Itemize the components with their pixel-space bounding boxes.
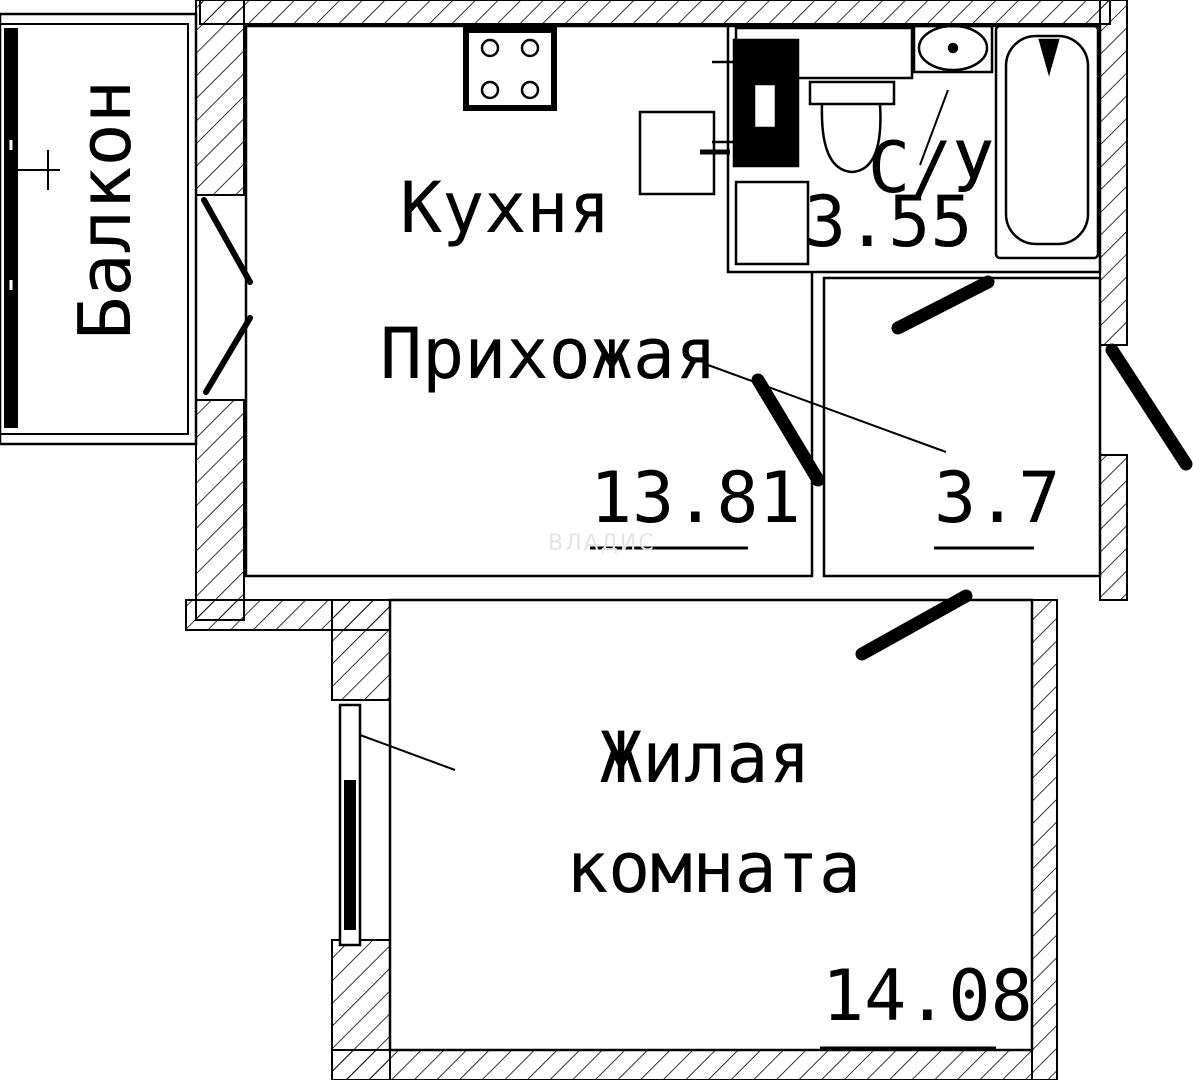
living-label-1: Жилая: [600, 717, 811, 799]
bathtub: [994, 24, 1100, 260]
closet-room: [822, 276, 1102, 578]
living-area: 14.08: [822, 955, 1033, 1037]
watermark: ВЛАДИС: [548, 531, 656, 556]
kitchen-hall-room: [244, 24, 814, 578]
kitchen-fixtures: [463, 27, 730, 196]
exterior-walls: [185, 0, 1128, 1080]
bathroom-door: [891, 275, 995, 335]
living-room: [388, 598, 1034, 1052]
balcony-label: Балкон: [63, 80, 147, 340]
living-label-2: комната: [566, 827, 861, 909]
balcony: [0, 12, 198, 446]
bathroom-label: С/У: [868, 127, 994, 209]
living-door: [855, 589, 973, 661]
entrance-door: [1105, 343, 1193, 471]
kitchen-label: Кухня: [400, 167, 611, 249]
kitchen-area: 13.81: [590, 457, 801, 539]
bathroom-fixtures: [712, 24, 1100, 266]
leader-line-2: [919, 89, 949, 166]
doors: [751, 275, 1193, 661]
balcony-door: [201, 197, 253, 395]
closet-area: 3.7: [934, 457, 1060, 539]
living-window: [338, 703, 456, 947]
area-underlines: [590, 546, 1034, 1050]
hallway-label: Прихожая: [380, 313, 717, 395]
bathroom-area: 3.55: [804, 181, 973, 263]
toilet-tank: [808, 80, 896, 106]
leader-line: [707, 364, 947, 453]
stove: [463, 27, 557, 111]
closet-door: [751, 373, 825, 487]
